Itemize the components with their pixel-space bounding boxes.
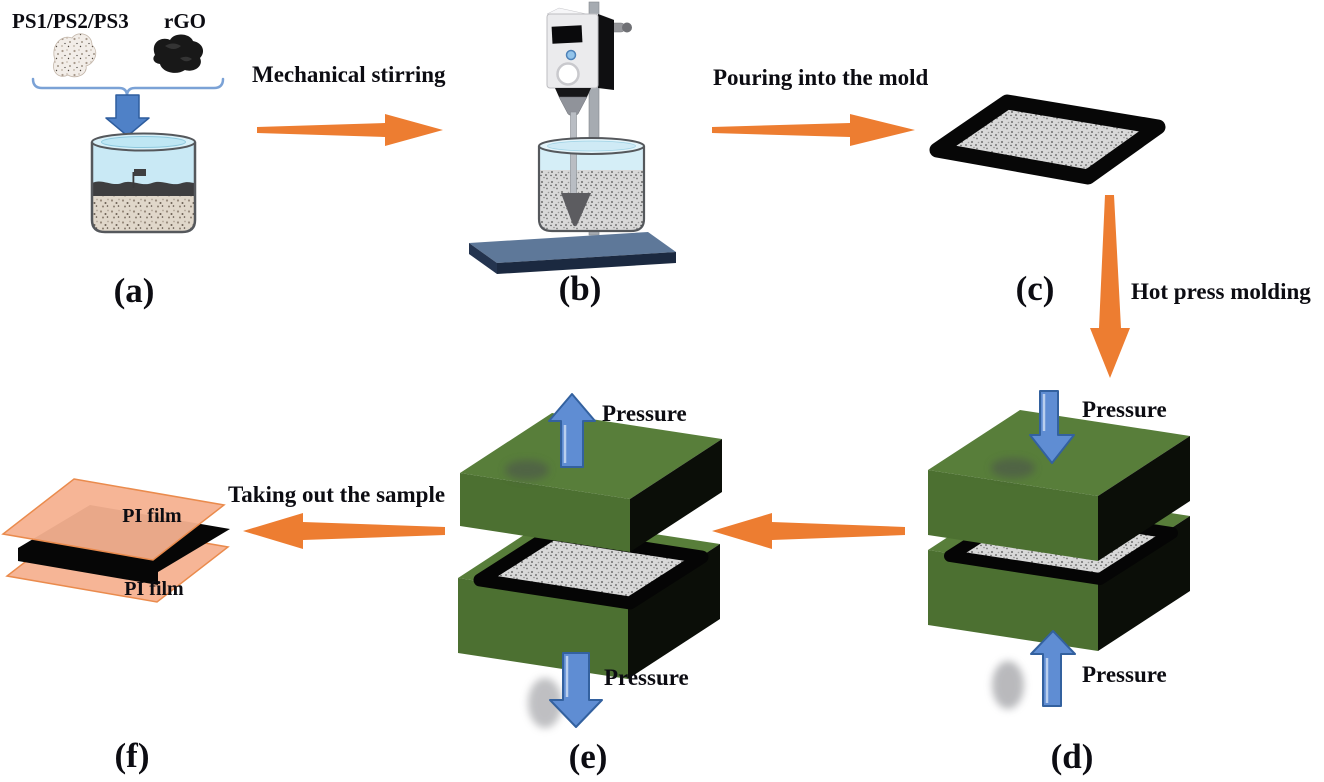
- stirrer-led: [565, 49, 577, 61]
- arrow-shadow: [528, 678, 562, 728]
- chuck: [555, 88, 591, 97]
- mold-e: [473, 527, 709, 610]
- stand-rod: [588, 1, 600, 236]
- arrow-hot-press: [1090, 195, 1130, 378]
- arrow-shadow: [992, 661, 1024, 709]
- press-e: [458, 393, 722, 728]
- stage-label-f: (f): [114, 736, 150, 775]
- press-e-upper-platen: [460, 413, 722, 552]
- pi-film-label-top: PI film: [122, 505, 182, 527]
- press-d: [928, 390, 1190, 709]
- pressure-arrow-d-bottom: [1030, 630, 1076, 707]
- flag: [134, 169, 146, 176]
- beaker-a: [90, 132, 197, 234]
- rgo-highlight: [165, 43, 192, 62]
- beaker-b: [537, 111, 646, 233]
- step-label-hot-press: Hot press molding: [1131, 279, 1311, 304]
- pressure-label-d-top: Pressure: [1082, 397, 1167, 422]
- pressure-label-e-bottom: Pressure: [604, 665, 689, 690]
- pressure-arrow-e-top: [548, 393, 596, 468]
- pressure-arrow-e-bottom: [549, 652, 603, 728]
- flag-stick: [132, 172, 135, 188]
- pressure-label-d-bottom: Pressure: [1082, 662, 1167, 687]
- rgo-powder-pile: [153, 34, 204, 73]
- stirrer-head-side: [598, 14, 614, 90]
- stage-label-a: (a): [113, 271, 155, 310]
- stage-label-d: (d): [1050, 737, 1094, 776]
- step-label-pouring: Pouring into the mold: [713, 65, 929, 90]
- stirrer-display: [551, 25, 583, 44]
- stand-base: [469, 232, 676, 274]
- stage-label-b: (b): [558, 269, 602, 308]
- ps-powder-pile: [53, 33, 97, 78]
- vortex: [561, 193, 591, 227]
- pi-film-label-bottom: PI film: [124, 578, 184, 600]
- clamp-knob: [622, 22, 632, 33]
- arrow-pouring: [712, 114, 915, 146]
- mold-c: [929, 94, 1166, 185]
- step-label-mixing: Mechanical stirring: [252, 62, 446, 87]
- combine-bracket: [31, 77, 225, 97]
- arrow-shadow: [505, 460, 549, 480]
- rgo-label: rGO: [164, 9, 206, 33]
- materials-label: PS1/PS2/PS3: [12, 9, 129, 33]
- pressure-label-e-top: Pressure: [602, 401, 687, 426]
- pressure-arrow-d-top: [1029, 390, 1075, 464]
- film-stack: [1, 478, 230, 603]
- arrow-taking-out: [243, 513, 445, 549]
- stage-a-group: [31, 33, 225, 234]
- stirrer-station: [469, 1, 676, 274]
- step-label-taking-out: Taking out the sample: [228, 482, 446, 507]
- stage-label-e: (e): [568, 737, 608, 776]
- stirrer-knob: [556, 62, 580, 86]
- pi-film-top-sheet: [1, 478, 226, 561]
- arrow-transfer: [712, 513, 905, 549]
- arrow-mixing: [257, 114, 443, 146]
- stage-label-c: (c): [1015, 269, 1055, 308]
- add-arrow: [105, 94, 150, 137]
- arrow-shadow: [991, 458, 1035, 478]
